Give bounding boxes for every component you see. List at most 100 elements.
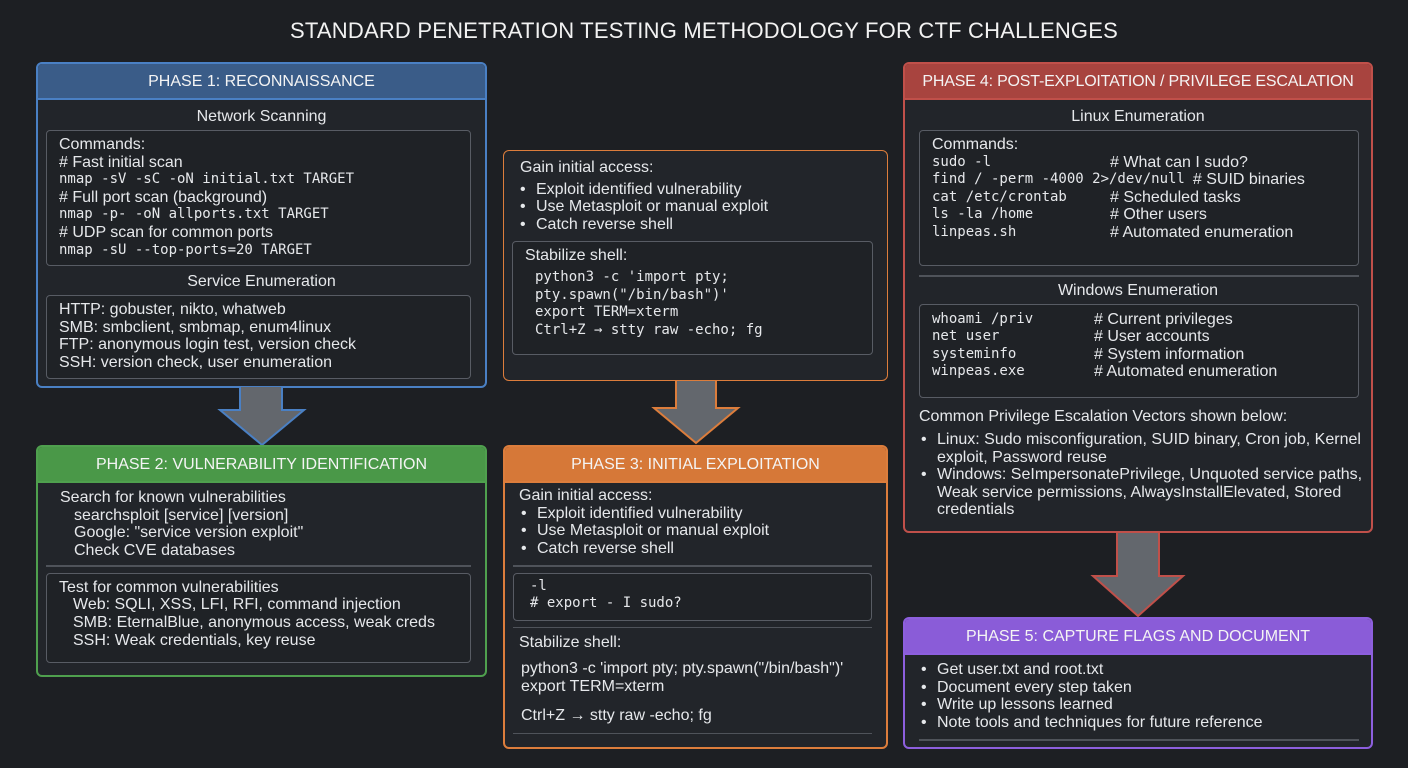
command-line: nmap -sV -sC -oN initial.txt TARGET [59, 171, 355, 188]
stabilize-shell-box: Stabilize shell: python3 -c 'import pty;… [512, 241, 873, 356]
bullet-item: Catch reverse shell [505, 540, 886, 558]
search-item: Check CVE databases [74, 541, 235, 559]
command: whoami /priv [932, 310, 1034, 327]
vector-item: Linux: Sudo misconfiguration, SUID binar… [905, 431, 1363, 466]
code-line: -l [530, 577, 547, 594]
bullet-item: Exploit identified vulnerability [505, 505, 886, 523]
service-item: SSH: version check, user enumeration [59, 353, 333, 371]
bullet-item: Use Metasploit or manual exploit [504, 198, 887, 216]
command-comment: # Scheduled tasks [1110, 188, 1241, 206]
command-row: cat /etc/crontab# Scheduled tasks [932, 189, 1346, 207]
service-item: SMB: smbclient, smbmap, enum4linux [59, 318, 332, 336]
phase1-header: PHASE 1: RECONNAISSANCE [38, 64, 485, 100]
phase1-box: PHASE 1: RECONNAISSANCE Network Scanning… [36, 62, 487, 388]
phase5-header: PHASE 5: CAPTURE FLAGS AND DOCUMENT [905, 619, 1371, 655]
phase5-box: PHASE 5: CAPTURE FLAGS AND DOCUMENT Get … [903, 617, 1373, 749]
service-enumeration-title: Service Enumeration [187, 273, 336, 290]
phase2-header: PHASE 2: VULNERABILITY IDENTIFICATION [38, 447, 485, 483]
command-row: systeminfo # System information [932, 346, 1346, 364]
linux-enum-title: Linux Enumeration [1071, 108, 1205, 125]
arrow-phase1-to-phase2 [217, 386, 307, 447]
test-item: SMB: EternalBlue, anonymous access, weak… [73, 614, 435, 632]
divider [513, 626, 872, 629]
bullet-item: Note tools and techniques for future ref… [905, 714, 1371, 732]
phase2-box: PHASE 2: VULNERABILITY IDENTIFICATION Se… [36, 445, 487, 677]
service-item: HTTP: gobuster, nikto, whatweb [59, 301, 286, 318]
phase3-header: PHASE 3: INITIAL EXPLOITATION [505, 447, 886, 483]
bullet-item: Write up lessons learned [905, 696, 1371, 714]
command-row: find / -perm -4000 2>/dev/null # SUID bin… [932, 171, 1346, 189]
command-comment: # System information [1094, 345, 1245, 363]
stabilize-title: Stabilize shell: [525, 247, 628, 265]
shell-line: export TERM=xterm [535, 304, 679, 321]
command-comment: # What can I sudo? [1110, 153, 1248, 171]
comment-line: # Fast initial scan [59, 153, 183, 171]
search-item: searchsploit [service] [version] [74, 506, 289, 524]
bullet-item: Use Metasploit or manual exploit [505, 522, 886, 540]
divider [919, 739, 1359, 741]
bullet-item: Exploit identified vulnerability [504, 181, 887, 199]
commands-label: Commands: [932, 136, 1019, 153]
vectors-title: Common Privilege Escalation Vectors show… [919, 407, 1288, 425]
linux-commands-box: Commands: sudo -l # What can I sudo?find … [919, 130, 1359, 266]
shell-line: python3 -c 'import pty; pty.spawn("/bin/… [521, 659, 844, 677]
bullet-item: Catch reverse shell [504, 216, 887, 234]
diagram-title: STANDARD PENETRATION TESTING METHODOLOGY… [290, 18, 1118, 43]
bullet-item: Get user.txt and root.txt [905, 661, 1371, 679]
search-title: Search for known vulnerabilities [60, 489, 286, 506]
phase3-box: PHASE 3: INITIAL EXPLOITATION Gain initi… [503, 445, 888, 749]
shell-line: export TERM=xterm [521, 677, 665, 695]
command-row: linpeas.sh # Automated enumeration [932, 224, 1346, 242]
command-row: ls -la /home # Other users [932, 206, 1346, 224]
windows-enum-title: Windows Enumeration [1057, 281, 1219, 299]
comment-line: # UDP scan for common ports [59, 223, 274, 241]
ctrlz-line: Ctrl+Z → stty raw -echo; fg [521, 707, 712, 725]
phase4-header: PHASE 4: POST-EXPLOITATION / PRIVILEGE E… [905, 64, 1371, 100]
network-scanning-title: Network Scanning [196, 108, 327, 125]
shell-line: python3 -c 'import pty; [535, 268, 729, 285]
test-item: Web: SQLI, XSS, LFI, RFI, command inject… [73, 596, 401, 614]
test-title: Test for common vulnerabilities [59, 578, 279, 596]
command-comment: # SUID binaries [1192, 171, 1305, 189]
vector-item: Windows: SeImpersonatePrivilege, Unquote… [905, 466, 1363, 519]
divider [919, 275, 1359, 277]
arrow-to-phase3 [651, 380, 741, 445]
shell-line: Ctrl+Z → stty raw -echo; fg [535, 321, 763, 338]
commands-label: Commands: [59, 136, 146, 153]
shell-line: pty.spawn("/bin/bash")' [535, 286, 729, 303]
divider [513, 732, 872, 735]
command-comment: # Current privileges [1094, 310, 1233, 328]
code-box: -l# export - I sudo? [513, 572, 872, 621]
command: net user [932, 328, 1000, 345]
divider [46, 565, 471, 567]
command-row: sudo -l # What can I sudo? [932, 154, 1346, 172]
stabilize-title: Stabilize shell: [519, 634, 622, 652]
phase4-box: PHASE 4: POST-EXPLOITATION / PRIVILEGE E… [903, 62, 1373, 533]
gain-access-title: Gain initial access: [519, 487, 653, 504]
command-comment: # Automated enumeration [1110, 223, 1294, 241]
command-comment: # User accounts [1094, 328, 1210, 346]
command-comment: # Other users [1110, 206, 1207, 224]
command: ls -la /home [932, 206, 1034, 223]
command: linpeas.sh [932, 223, 1017, 240]
command-row: whoami /priv # Current privileges [932, 311, 1346, 329]
command: winpeas.exe [932, 363, 1025, 380]
command-line: nmap -p- -oN allports.txt TARGET [59, 206, 329, 223]
arrow-phase4-to-phase5 [1090, 532, 1186, 618]
command: sudo -l [932, 153, 992, 170]
comment-line: # Full port scan (background) [59, 188, 268, 206]
code-line: # export - I sudo? [530, 595, 682, 612]
command-row: winpeas.exe # Automated enumeration [932, 363, 1346, 381]
command-comment: # Automated enumeration [1094, 363, 1278, 381]
command-row: net user # User accounts [932, 328, 1346, 346]
test-vulns-box: Test for common vulnerabilities Web: SQL… [46, 572, 471, 663]
gain-access-title: Gain initial access: [520, 159, 654, 176]
test-item: SSH: Weak credentials, key reuse [73, 631, 316, 649]
search-item: Google: "service version exploit" [74, 524, 304, 542]
command: find / -perm -4000 2>/dev/null [932, 171, 1185, 188]
divider [513, 565, 872, 567]
command: systeminfo [932, 345, 1017, 362]
initial-access-box: Gain initial access: Exploit identified … [503, 150, 888, 381]
